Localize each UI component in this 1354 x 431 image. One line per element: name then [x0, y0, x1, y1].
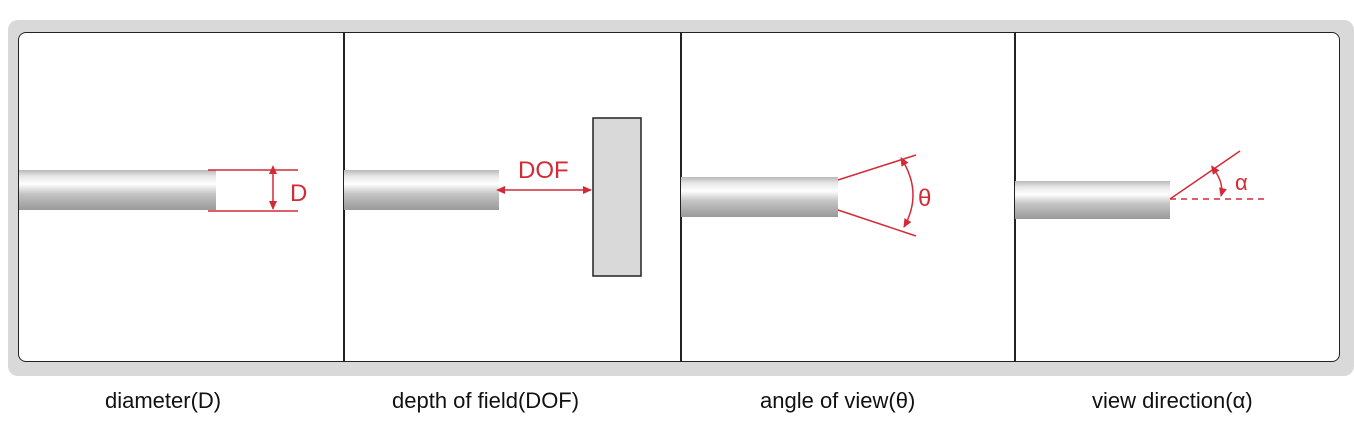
- probe-tube: [344, 170, 499, 210]
- direction-line: [1169, 150, 1241, 200]
- caption-view-direction: view direction(α): [1092, 388, 1253, 413]
- probe-tube: [681, 177, 838, 217]
- caption-angle-of-view: angle of view(θ): [760, 388, 916, 413]
- panel-divider-3: [1014, 33, 1016, 361]
- panel-view-direction: α: [1015, 150, 1266, 219]
- probe-tube: [1015, 181, 1170, 219]
- theta-label: θ: [918, 185, 931, 212]
- alpha-label: α: [1235, 170, 1248, 195]
- dof-label: DOF: [518, 157, 569, 184]
- panel-diameter: D: [19, 165, 307, 212]
- view-line-bottom: [837, 209, 917, 237]
- panel-divider-2: [680, 33, 682, 361]
- angle-arc: [900, 156, 914, 228]
- view-line-top: [837, 154, 917, 181]
- angle-arc: [1211, 165, 1227, 197]
- diameter-label: D: [290, 180, 307, 207]
- target-object: [592, 117, 642, 277]
- caption-diameter: diameter(D): [105, 388, 222, 413]
- caption-depth-of-field: depth of field(DOF): [392, 388, 580, 413]
- panel-divider-1: [343, 33, 345, 361]
- probe-tube: [19, 170, 216, 210]
- panel-angle-of-view: θ: [681, 154, 931, 237]
- panel-depth-of-field: DOF: [344, 117, 642, 277]
